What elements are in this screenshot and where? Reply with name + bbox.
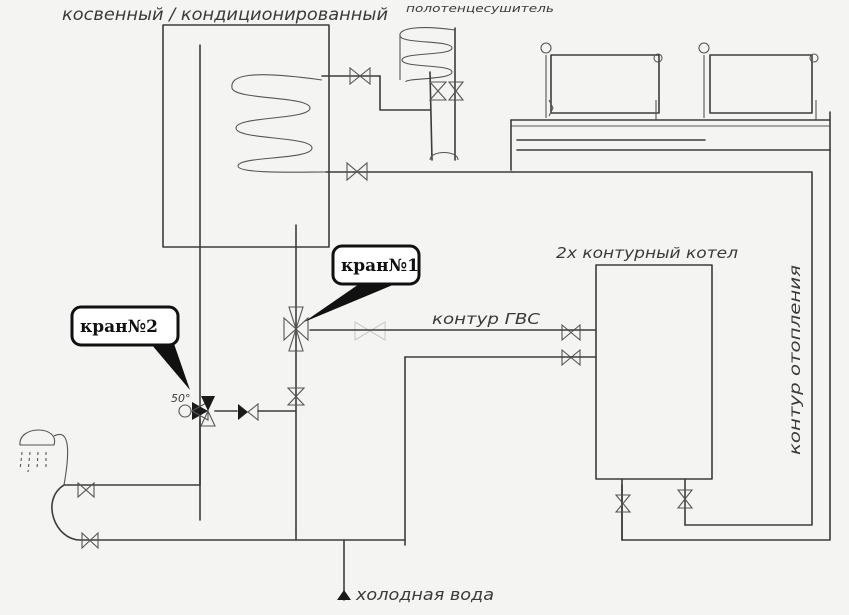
dhw-circuit-label: контур ГВС <box>432 310 541 328</box>
valve-boiler-dhw <box>561 323 581 342</box>
heating-circuit-label: контур отопления <box>786 265 804 455</box>
towel-dryer-label: полотенцесушитель <box>406 2 554 15</box>
valve-shower-top <box>77 481 95 499</box>
shower-head-icon <box>19 429 69 486</box>
valve-mixer-line <box>238 402 259 422</box>
radiator-right <box>698 42 819 120</box>
valve-boiler-bottom-right <box>676 489 694 509</box>
valve-towel-right <box>447 81 465 101</box>
callout-valve-1: кран№1 <box>304 244 421 322</box>
indirect-boiler-label: косвенный / кондиционированный <box>62 5 388 25</box>
valve-coil-top <box>349 66 371 86</box>
valve-shower-bottom <box>81 531 99 550</box>
valve-boiler-heating <box>561 348 581 367</box>
valve-vertical <box>286 387 306 406</box>
valve-towel-left <box>428 81 448 101</box>
towel-dryer <box>379 27 459 161</box>
valve-coil-bottom <box>346 161 368 182</box>
temperature-label: 50° <box>171 392 191 405</box>
cold-water-label: холодная вода <box>355 585 494 604</box>
valve-boiler-bottom-left <box>614 494 632 513</box>
heating-coil <box>231 74 327 173</box>
valve-ghost <box>354 321 386 341</box>
radiator-left <box>540 42 663 120</box>
cold-water-inlet <box>337 590 351 600</box>
callout-valve-1-text: кран№1 <box>341 256 419 276</box>
three-way-valve-2 <box>178 396 216 427</box>
three-way-valve-1 <box>283 306 309 352</box>
callout-valve-2: кран№2 <box>70 305 190 390</box>
double-circuit-boiler-label: 2х контурный котел <box>556 244 738 262</box>
double-circuit-boiler <box>595 264 713 541</box>
callout-valve-2-text: кран№2 <box>80 317 158 337</box>
